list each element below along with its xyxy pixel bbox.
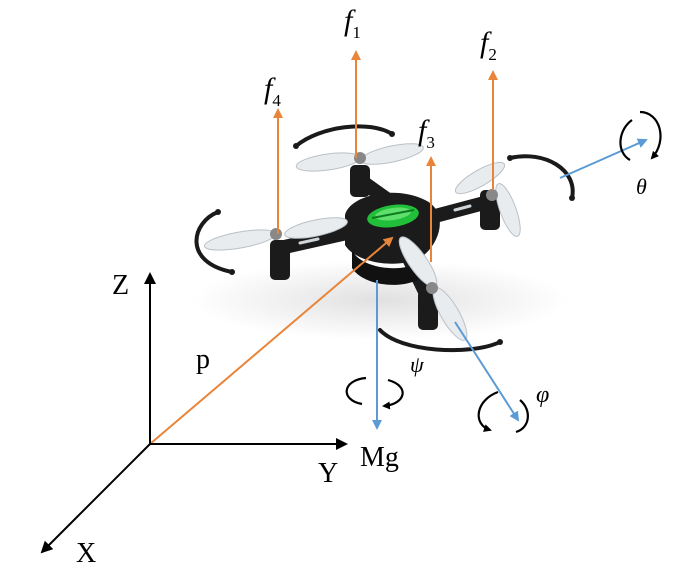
drone-belly [352,250,420,285]
drone-body [345,192,440,264]
propeller-2-blade-b [495,183,521,237]
motor-4 [270,240,290,280]
label-f1: f1 [344,4,361,42]
pitch-axis-arrow [559,138,648,179]
propeller-4-blade-a [204,229,276,251]
x-axis [40,443,151,554]
motor-1 [350,165,370,197]
propeller-1-blade-b [360,143,424,165]
propeller-4-blade-b [284,217,348,239]
roll-axis-arrow [454,321,520,422]
label-f3: f3 [418,114,435,152]
force-arrows [149,50,498,445]
label-gravity: Mg [360,442,399,473]
guard-back-left [294,124,394,148]
theta-rotation-icon [619,110,662,161]
phi-rotation-icon [477,390,529,434]
body-axis-arrows [372,138,648,430]
label-phi: φ [536,382,549,408]
position-vector-arrow [149,236,394,445]
label-f4: f4 [264,72,281,110]
label-position-vector: p [196,344,210,375]
guard-left [194,210,234,274]
label-psi: ψ [410,352,424,377]
guard-right [508,154,575,200]
label-theta: θ [636,174,647,199]
quadrotor-drone [194,124,575,353]
label-f2: f2 [480,26,497,64]
motor-3 [418,290,438,330]
label-z-axis: Z [112,270,129,301]
world-frame [40,272,348,554]
label-y-axis: Y [318,458,338,489]
psi-rotation-icon [345,376,404,410]
guard-front [378,328,502,353]
label-x-axis: X [76,538,96,569]
